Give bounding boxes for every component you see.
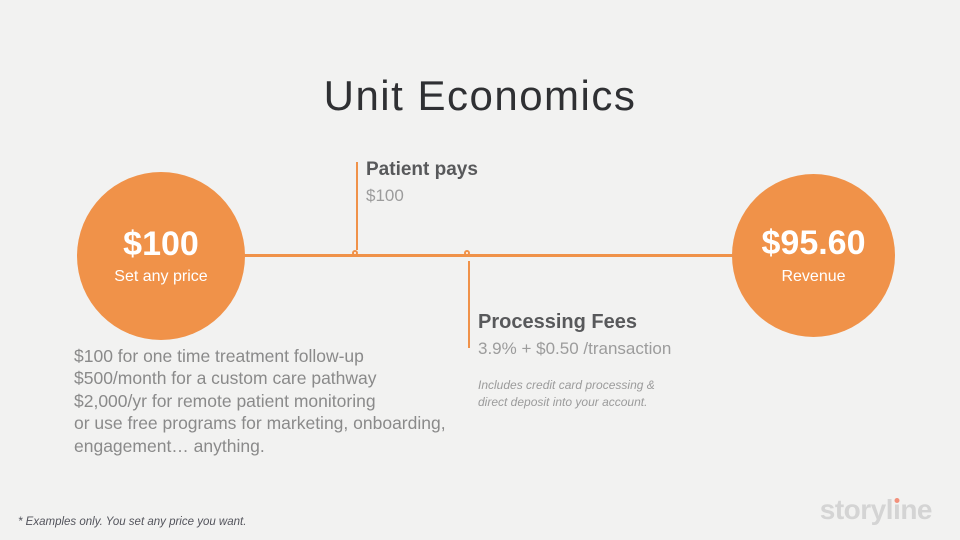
set-price-label: Set any price <box>114 268 208 286</box>
patient-pays-value: $100 <box>366 186 404 205</box>
page-title: Unit Economics <box>323 72 637 119</box>
processing-fees-leader-line <box>468 261 470 348</box>
logo-text-right: ne <box>900 494 932 525</box>
connector-node-processing-fees <box>464 250 470 256</box>
connector-horizontal-line <box>242 254 734 257</box>
logo-letter-i: ı <box>893 494 901 525</box>
processing-fees-title: Processing Fees <box>478 311 637 333</box>
patient-pays-callout: Patient pays $100 <box>366 159 478 206</box>
processing-fees-callout: Processing Fees 3.9% + $0.50 /transactio… <box>478 311 671 411</box>
set-price-circle: $100 Set any price <box>77 172 245 340</box>
pricing-example-line: or use free programs for marketing, onbo… <box>74 413 446 434</box>
processing-fees-note: Includes credit card processing & direct… <box>478 377 671 411</box>
set-price-value: $100 <box>123 224 199 263</box>
patient-pays-title: Patient pays <box>366 159 478 180</box>
pricing-example-line: $2,000/yr for remote patient monitoring <box>74 390 376 411</box>
revenue-label: Revenue <box>781 267 846 285</box>
pricing-example-line: $500/month for a custom care pathway <box>74 368 377 389</box>
processing-fees-value: 3.9% + $0.50 /transaction <box>478 339 672 358</box>
logo-dot-icon <box>894 498 900 503</box>
processing-fees-note-line2: direct deposit into your account. <box>478 395 648 409</box>
pricing-example-line: engagement… anything. <box>74 435 265 456</box>
patient-pays-leader-line <box>356 162 358 250</box>
footnote: * Examples only. You set any price you w… <box>18 516 247 528</box>
pricing-example-line: $100 for one time treatment follow-up <box>74 346 364 366</box>
logo-text-left: storyl <box>819 494 894 525</box>
pricing-examples-text: $100 for one time treatment follow-up $5… <box>74 345 446 457</box>
revenue-circle: $95.60 Revenue <box>732 174 895 337</box>
processing-fees-note-line1: Includes credit card processing & <box>478 378 655 392</box>
revenue-value: $95.60 <box>761 224 866 263</box>
connector-node-patient-pays <box>352 250 358 256</box>
